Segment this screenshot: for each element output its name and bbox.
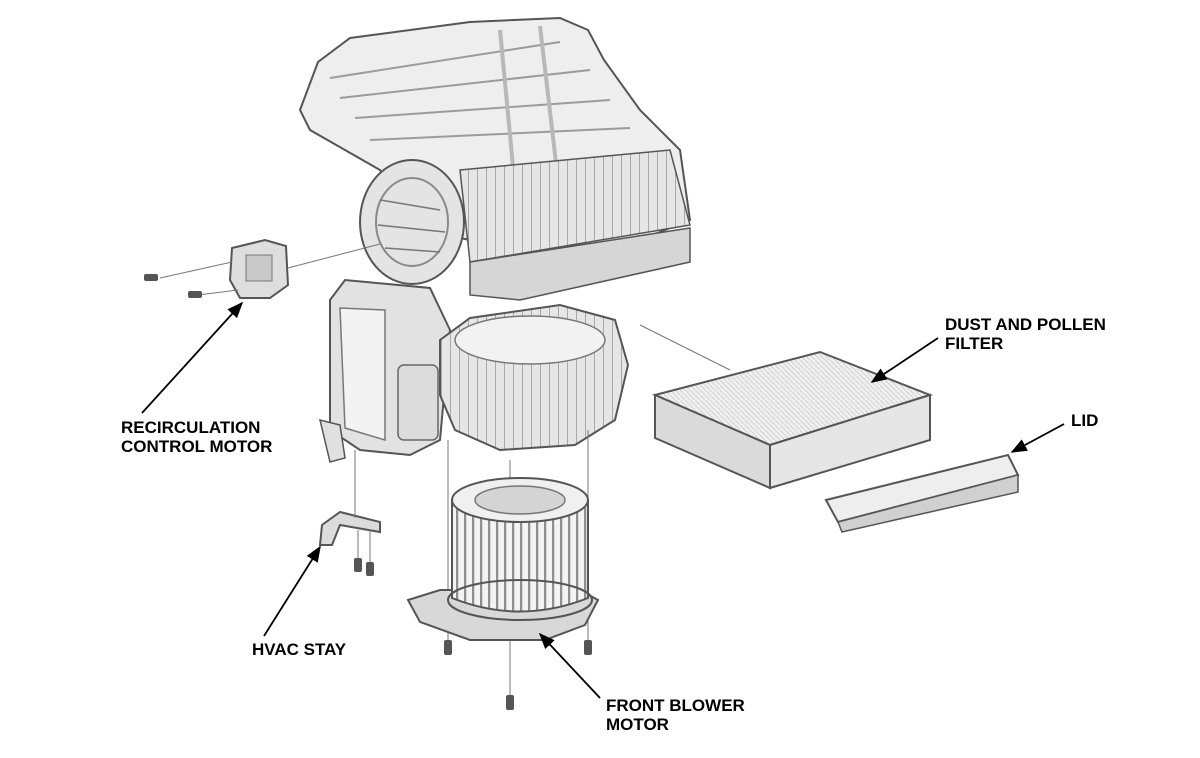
label-hvac-stay: HVAC STAY bbox=[252, 640, 346, 659]
label-recirculation-control-motor: RECIRCULATION CONTROL MOTOR bbox=[121, 418, 272, 456]
label-line: LID bbox=[1071, 411, 1099, 430]
screw bbox=[144, 274, 158, 281]
lid-part bbox=[824, 453, 1020, 533]
screw bbox=[584, 640, 592, 655]
label-line: RECIRCULATION bbox=[121, 418, 261, 437]
hvac-stay-part bbox=[318, 450, 381, 576]
screw bbox=[366, 562, 374, 576]
dust-and-pollen-filter-part bbox=[639, 324, 934, 490]
label-dust-and-pollen-filter: DUST AND POLLEN FILTER bbox=[945, 315, 1106, 353]
leader-dust-and-pollen-filter bbox=[870, 337, 939, 383]
label-line: FILTER bbox=[945, 334, 1004, 353]
label-line: FRONT BLOWER bbox=[606, 696, 745, 715]
label-line: MOTOR bbox=[606, 715, 669, 734]
recirculation-control-motor bbox=[144, 238, 381, 299]
leader-front-blower-motor bbox=[538, 632, 601, 699]
screw bbox=[354, 558, 362, 572]
screw bbox=[506, 695, 514, 710]
label-line: DUST AND POLLEN bbox=[945, 315, 1106, 334]
hvac-unit-housing bbox=[298, 16, 692, 463]
screw bbox=[188, 291, 202, 298]
leader-recirculation-control-motor bbox=[141, 301, 244, 414]
label-line: CONTROL MOTOR bbox=[121, 437, 273, 456]
label-lid: LID bbox=[1071, 411, 1098, 430]
label-line: HVAC STAY bbox=[252, 640, 347, 659]
leader-lid bbox=[1010, 423, 1065, 453]
label-front-blower-motor: FRONT BLOWER MOTOR bbox=[606, 696, 745, 734]
screw bbox=[444, 640, 452, 655]
front-blower-motor-part bbox=[406, 430, 600, 710]
leader-hvac-stay bbox=[263, 545, 321, 637]
